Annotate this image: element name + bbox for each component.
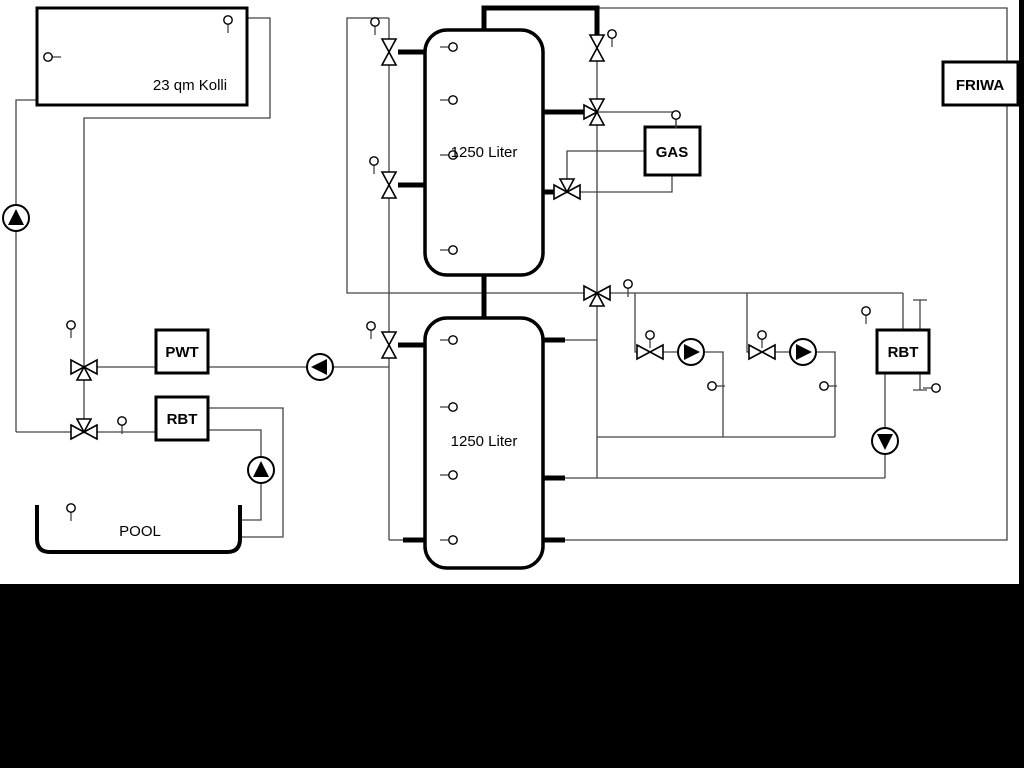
solar-collector-box <box>35 6 249 107</box>
rbt-pump-icon <box>871 427 899 455</box>
pipe-rbt-pool-supply <box>208 407 284 538</box>
pipe-tank-top-header <box>481 5 600 45</box>
pool-pump-icon <box>247 456 275 484</box>
tank-upper-label: 1250 Liter <box>451 144 518 161</box>
component-boxes <box>35 6 1020 570</box>
pipe-gas-left <box>566 150 645 182</box>
pipework-thin <box>15 7 1008 541</box>
friwa-box <box>941 60 1020 107</box>
pipe-collector-riser <box>15 99 37 432</box>
pwt-pump-icon <box>306 353 334 381</box>
pipe-friwa-return <box>565 105 1008 541</box>
circuit1-pump-icon <box>677 338 705 366</box>
labels: 23 qm Kolli 1250 Liter 1250 Liter GAS FR… <box>119 77 1004 540</box>
gas-boiler-box <box>643 125 702 177</box>
gas-label: GAS <box>656 144 689 161</box>
pipework-thick <box>398 5 600 543</box>
friwa-label: FRIWA <box>956 77 1004 94</box>
tank-lower-label: 1250 Liter <box>451 433 518 450</box>
buffer-tank-lower <box>423 316 545 570</box>
pipe-gas-return <box>580 175 673 193</box>
rbt-pool-label: RBT <box>167 411 198 428</box>
pipe-collector-supply <box>83 17 271 432</box>
circuit2-pump-icon <box>789 338 817 366</box>
pwt-label: PWT <box>165 344 198 361</box>
pipe-bypass-and-manifold <box>346 17 903 294</box>
collector-label: 23 qm Kolli <box>153 77 227 94</box>
rbt-heating-box <box>875 328 931 375</box>
pwt-box <box>154 328 210 375</box>
pool-label: POOL <box>119 523 161 540</box>
rbt-pool-box <box>154 395 210 442</box>
pool-basin <box>35 505 242 554</box>
rbt-heating-label: RBT <box>888 344 919 361</box>
buffer-tank-upper <box>423 28 545 277</box>
pipe-friwa-supply <box>597 7 1008 62</box>
collector-pump-icon <box>2 204 30 232</box>
